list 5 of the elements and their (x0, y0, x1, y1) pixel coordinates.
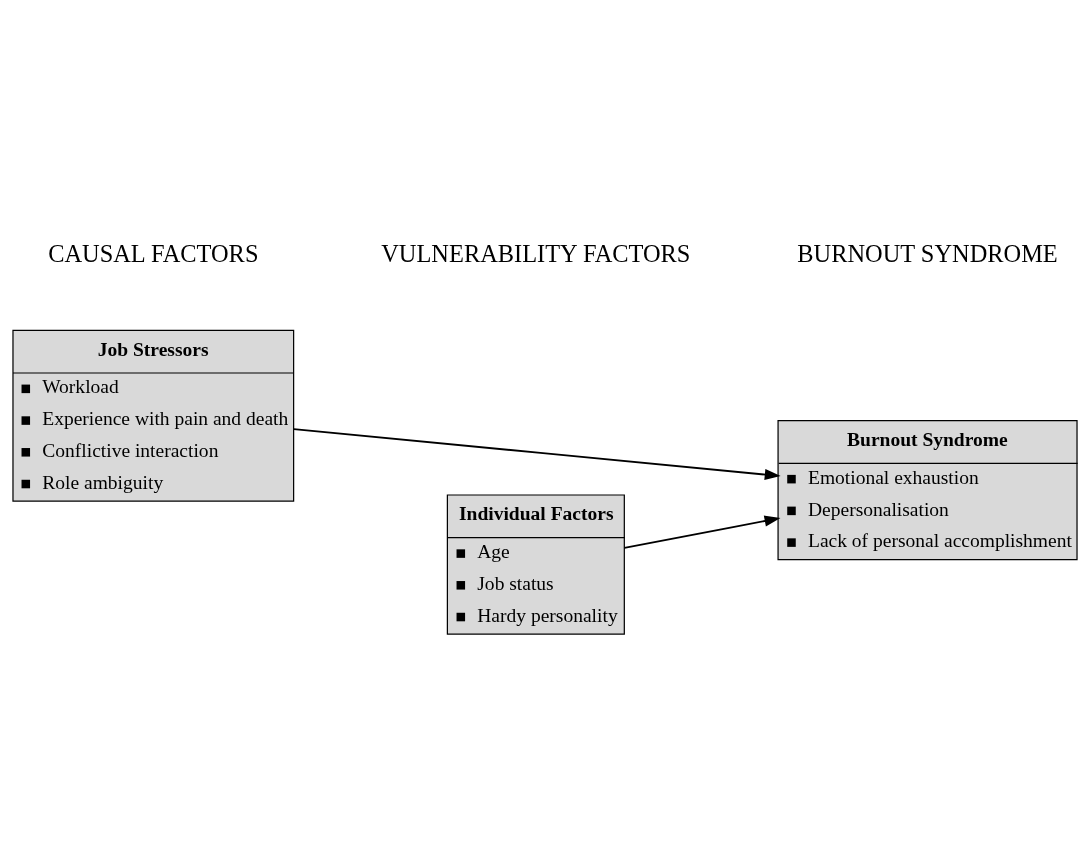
label: BURNOUT SYNDROME (797, 239, 1058, 267)
label: CAUSAL FACTORS (48, 239, 259, 267)
label: VULNERABILITY FACTORS (381, 239, 691, 267)
arrow (623, 515, 781, 549)
arrow (292, 427, 781, 480)
